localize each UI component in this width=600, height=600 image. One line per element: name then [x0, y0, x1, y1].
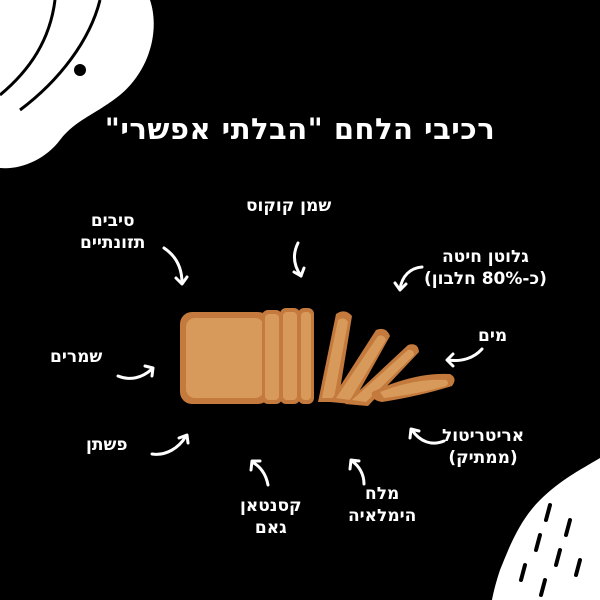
top-left-stroke-1	[0, 0, 57, 97]
label-salt: מלח הימלאיה	[348, 484, 417, 526]
label-erythritol: אריטריטול (ממתיק)	[442, 426, 525, 468]
arrow-salt	[348, 458, 366, 486]
arrow-fibers	[162, 246, 189, 286]
top-left-dot	[74, 64, 86, 76]
arrow-yeast	[116, 364, 155, 380]
arrow-erythritol	[408, 427, 446, 445]
arrow-xanthan	[249, 459, 270, 487]
bottom-right-marks	[519, 503, 582, 597]
label-xanthan: קסנטאן גאם	[240, 496, 302, 538]
arrow-water	[445, 347, 484, 368]
bread-slices	[318, 311, 455, 406]
label-gluten: גלוטן חיטה (כ-80% חלבון)	[424, 247, 547, 289]
arrow-coconut-oil	[292, 241, 306, 278]
label-water: מים	[478, 326, 508, 346]
top-left-stroke-2	[19, 0, 102, 112]
label-flax: פשתן	[86, 435, 128, 455]
top-left-blob	[0, 0, 154, 169]
bottom-right-blob	[492, 458, 600, 600]
label-coconut-oil: שמן קוקוס	[246, 196, 332, 216]
page-title: רכיבי הלחם "הבלתי אפשרי"	[104, 112, 496, 146]
arrow-gluten	[393, 265, 424, 292]
arrow-flax	[150, 433, 190, 456]
bread-loaf	[180, 308, 314, 404]
label-yeast: שמרים	[50, 347, 103, 367]
label-fibers: סיבים תזונתיים	[80, 211, 146, 253]
